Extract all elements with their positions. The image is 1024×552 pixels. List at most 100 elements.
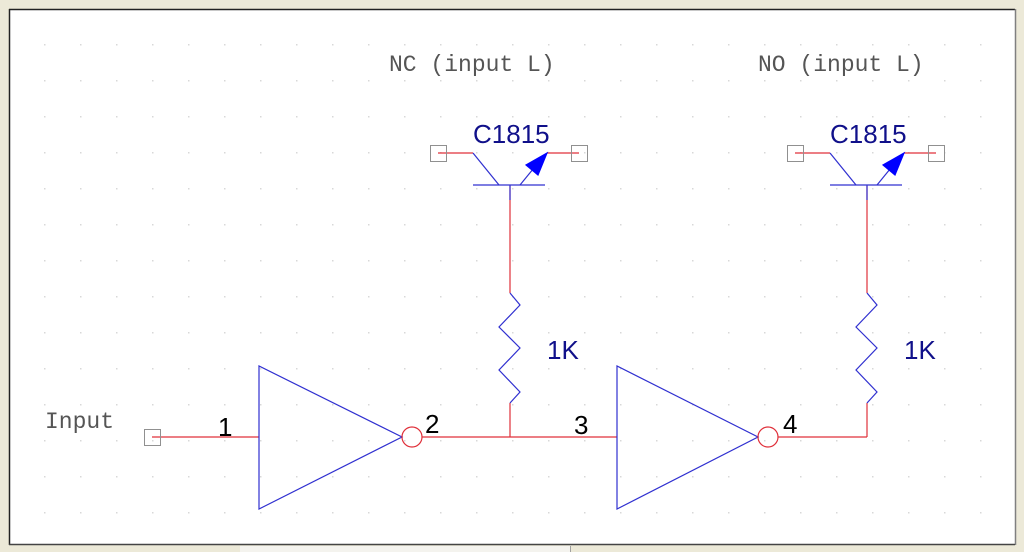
inverter-2[interactable] <box>616 365 779 510</box>
grid-dot <box>404 368 406 370</box>
q1-emitter-pin[interactable] <box>571 145 588 162</box>
grid-dot <box>332 512 334 514</box>
grid-dot <box>368 440 370 442</box>
grid-dot <box>764 188 766 190</box>
grid-dot <box>80 440 82 442</box>
resistor-2[interactable] <box>855 292 878 404</box>
grid-dot <box>116 116 118 118</box>
grid-dot <box>224 260 226 262</box>
grid-dot <box>404 260 406 262</box>
q2-collector <box>829 152 857 186</box>
grid-dot <box>44 224 46 226</box>
grid-dot <box>764 440 766 442</box>
grid-dot <box>368 404 370 406</box>
grid-dot <box>476 368 478 370</box>
grid-dot <box>476 512 478 514</box>
grid-dot <box>368 260 370 262</box>
grid-dot <box>728 260 730 262</box>
resistor-1[interactable] <box>498 292 521 404</box>
grid-dot <box>476 296 478 298</box>
q2-emitter-pin[interactable] <box>928 145 945 162</box>
input-pin[interactable] <box>144 429 161 446</box>
grid-dot <box>80 188 82 190</box>
q1-collector-pin[interactable] <box>430 145 447 162</box>
grid-dot <box>44 80 46 82</box>
grid-dot <box>44 440 46 442</box>
grid-dot <box>656 296 658 298</box>
grid-dot <box>296 80 298 82</box>
grid-dot <box>872 188 874 190</box>
grid-dot <box>872 512 874 514</box>
grid-dot <box>548 368 550 370</box>
grid-dot <box>620 440 622 442</box>
grid-dot <box>548 332 550 334</box>
inverter-1[interactable] <box>258 365 423 510</box>
grid-dot <box>692 188 694 190</box>
grid-dot <box>440 332 442 334</box>
grid-dot <box>224 224 226 226</box>
grid-dot <box>116 260 118 262</box>
grid-dot <box>224 152 226 154</box>
grid-dot <box>764 116 766 118</box>
grid-dot <box>728 188 730 190</box>
grid-dot <box>584 188 586 190</box>
grid-dot <box>116 152 118 154</box>
grid-dot <box>404 116 406 118</box>
grid-dot <box>980 188 982 190</box>
transistor-2[interactable] <box>829 151 906 200</box>
grid-dot <box>800 512 802 514</box>
grid-dot <box>116 404 118 406</box>
grid-dot <box>728 440 730 442</box>
grid-dot <box>692 44 694 46</box>
grid-dot <box>944 224 946 226</box>
grid-dot <box>800 476 802 478</box>
grid-dot <box>44 404 46 406</box>
grid-dot <box>440 260 442 262</box>
grid-dot <box>332 224 334 226</box>
grid-dot <box>620 188 622 190</box>
grid-dot <box>80 404 82 406</box>
grid-dot <box>152 152 154 154</box>
grid-dot <box>116 512 118 514</box>
grid-dot <box>872 152 874 154</box>
grid-dot <box>692 440 694 442</box>
grid-dot <box>44 296 46 298</box>
grid-dot <box>404 440 406 442</box>
grid-dot <box>800 368 802 370</box>
grid-dot <box>80 476 82 478</box>
grid-dot <box>872 476 874 478</box>
grid-dot <box>116 368 118 370</box>
grid-dot <box>620 512 622 514</box>
grid-dot <box>368 152 370 154</box>
grid-dot <box>296 368 298 370</box>
transistor-1[interactable] <box>472 151 549 200</box>
grid-dot <box>260 512 262 514</box>
status-bar-right <box>571 546 1024 552</box>
grid-dot <box>944 116 946 118</box>
grid-dot <box>548 260 550 262</box>
grid-dot <box>980 476 982 478</box>
grid-dot <box>764 260 766 262</box>
input-label: Input <box>45 409 114 435</box>
grid-dot <box>404 188 406 190</box>
q2-collector-pin[interactable] <box>787 145 804 162</box>
grid-dot <box>440 512 442 514</box>
grid-dot <box>368 476 370 478</box>
grid-dot <box>152 116 154 118</box>
grid-dot <box>800 188 802 190</box>
grid-dot <box>800 296 802 298</box>
grid-dot <box>404 44 406 46</box>
grid-dot <box>332 44 334 46</box>
grid-dot <box>944 188 946 190</box>
grid-dot <box>908 368 910 370</box>
grid-dot <box>908 440 910 442</box>
grid-dot <box>980 116 982 118</box>
grid-dot <box>44 368 46 370</box>
grid-dot <box>836 152 838 154</box>
grid-dot <box>44 512 46 514</box>
grid-dot <box>548 404 550 406</box>
grid-dot <box>404 512 406 514</box>
grid-dot <box>224 44 226 46</box>
grid-dot <box>476 440 478 442</box>
